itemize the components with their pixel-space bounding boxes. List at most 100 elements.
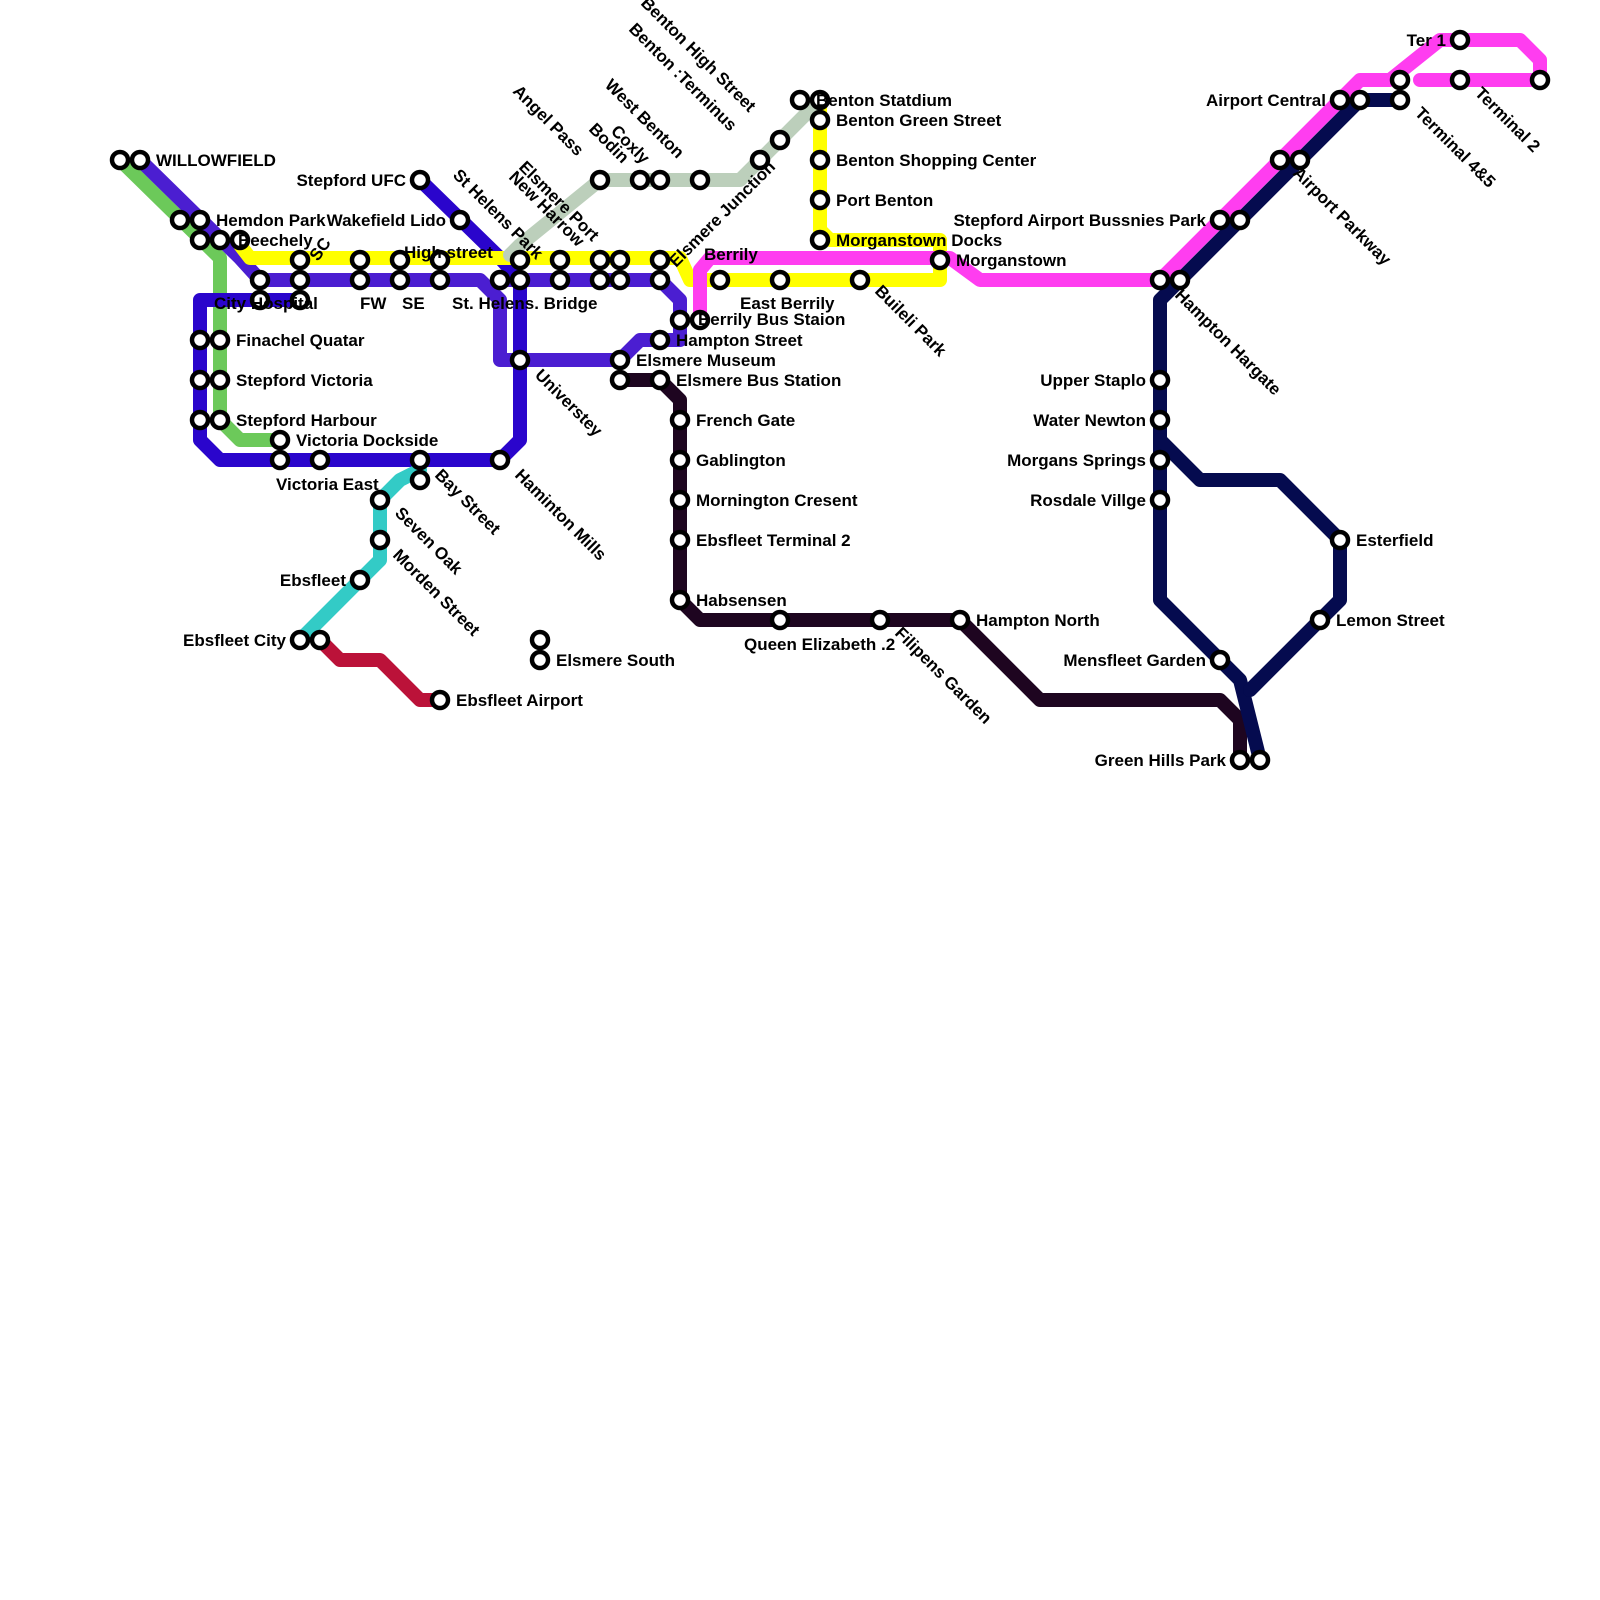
station-elsmere-bus-b[interactable]	[652, 372, 668, 388]
label-elsmere-south: French Gate	[696, 411, 795, 430]
station-universtey-b[interactable]	[412, 472, 428, 488]
label-universtey: Bay Street	[431, 465, 504, 538]
station-mensfleet-b[interactable]	[1252, 752, 1268, 768]
station-elsmere-junction-b[interactable]	[652, 272, 668, 288]
station-esterfield[interactable]	[1312, 612, 1328, 628]
station-universtey-a[interactable]	[412, 452, 428, 468]
station-water-newton[interactable]	[1152, 452, 1168, 468]
station-stepford-victoria-a[interactable]	[192, 372, 208, 388]
station-city-hospital-a[interactable]	[252, 272, 268, 288]
station-stepford-harbour-b[interactable]	[212, 412, 228, 428]
station-benton-terminus[interactable]	[752, 152, 768, 168]
station-victoria-east[interactable]	[312, 452, 328, 468]
station-airport-parkway-a[interactable]	[1332, 92, 1348, 108]
label-french-gate: Gablington	[696, 451, 786, 470]
station-green-hills-a[interactable]	[1212, 212, 1228, 228]
station-st-helens-bridge-a[interactable]	[492, 272, 508, 288]
label-mensfleet: Green Hills Park	[1095, 751, 1227, 770]
station-mornington[interactable]	[672, 532, 688, 548]
station-berrily-bus-a[interactable]	[672, 312, 688, 328]
station-berrily[interactable]	[712, 272, 728, 288]
station-airport-central-a[interactable]	[1392, 72, 1408, 88]
station-gablington[interactable]	[672, 492, 688, 508]
label-stepford-ufc: Stepford UFC	[296, 171, 406, 190]
station-benton-stadium-a[interactable]	[792, 92, 808, 108]
station-green-hills-b[interactable]	[1232, 212, 1248, 228]
label-port-benton: Port Benton	[836, 191, 933, 210]
station-airport-parkway-b[interactable]	[1352, 92, 1368, 108]
station-benton-shopping[interactable]	[812, 152, 828, 168]
station-elsemre-bridge[interactable]	[512, 352, 528, 368]
station-st-helens-bridge-b[interactable]	[512, 272, 528, 288]
station-bodin[interactable]	[632, 172, 648, 188]
station-queen-elizabeth[interactable]	[872, 612, 888, 628]
station-elsmere-port-c[interactable]	[612, 252, 628, 268]
station-ebsfleet-airport-a[interactable]	[532, 632, 548, 648]
station-terminal-45[interactable]	[1452, 32, 1468, 48]
station-hampton-street[interactable]	[652, 332, 668, 348]
station-elsmere-museum[interactable]	[612, 352, 628, 368]
station-stepford-airport-a[interactable]	[1272, 152, 1288, 168]
station-stepford-victoria-b[interactable]	[212, 372, 228, 388]
station-ebsfleet-city[interactable]	[432, 692, 448, 708]
station-angel-pass[interactable]	[592, 172, 608, 188]
station-builell-park[interactable]	[852, 272, 868, 288]
station-seven-oak[interactable]	[372, 532, 388, 548]
station-morganstown-docks[interactable]	[812, 232, 828, 248]
station-morgans-springs[interactable]	[1152, 492, 1168, 508]
station-wakefield-lido[interactable]	[452, 212, 468, 228]
station-hemdon-b[interactable]	[192, 212, 208, 228]
station-ter1[interactable]	[1452, 72, 1468, 88]
station-hemdon-a[interactable]	[172, 212, 188, 228]
station-upper-staplo[interactable]	[1152, 412, 1168, 428]
station-bay-street[interactable]	[492, 452, 508, 468]
station-stepford-harbour-a[interactable]	[192, 412, 208, 428]
station-high-street-b[interactable]	[432, 272, 448, 288]
station-stepford-ufc[interactable]	[412, 172, 428, 188]
station-beechely-a[interactable]	[192, 232, 208, 248]
station-lemon-street[interactable]	[1212, 652, 1228, 668]
station-se-b[interactable]	[392, 272, 408, 288]
station-fw-a[interactable]	[352, 252, 368, 268]
station-elsmere-bus-a[interactable]	[612, 372, 628, 388]
station-victoria-dockside-a[interactable]	[272, 432, 288, 448]
station-benton-green-street[interactable]	[812, 112, 828, 128]
station-french-gate[interactable]	[672, 452, 688, 468]
station-morganstown[interactable]	[932, 252, 948, 268]
station-hampton-north-a[interactable]	[1152, 272, 1168, 288]
station-morden-street[interactable]	[352, 572, 368, 588]
station-ebsfleet-airport-b[interactable]	[532, 652, 548, 668]
station-port-benton[interactable]	[812, 192, 828, 208]
station-elsmere-junction-a[interactable]	[652, 252, 668, 268]
station-elsmere-port-b[interactable]	[592, 272, 608, 288]
station-ebsfleet-t2[interactable]	[672, 592, 688, 608]
station-new-harrow-b[interactable]	[552, 272, 568, 288]
station-elsmere-port-a[interactable]	[592, 252, 608, 268]
station-mensfleet-a[interactable]	[1232, 752, 1248, 768]
station-beechely-b[interactable]	[212, 232, 228, 248]
station-filipens-garden[interactable]	[952, 612, 968, 628]
station-haminton-mills[interactable]	[372, 492, 388, 508]
station-ebsfleet-a[interactable]	[292, 632, 308, 648]
station-new-harrow-a[interactable]	[552, 252, 568, 268]
station-ebsfleet-b[interactable]	[312, 632, 328, 648]
station-elsmere-port-d[interactable]	[612, 272, 628, 288]
station-east-berrily[interactable]	[772, 272, 788, 288]
station-rosdale[interactable]	[1332, 532, 1348, 548]
station-fw-b[interactable]	[352, 272, 368, 288]
station-airport-central-b[interactable]	[1392, 92, 1408, 108]
station-victoria-dockside-b[interactable]	[272, 452, 288, 468]
station-sc-b[interactable]	[292, 272, 308, 288]
label-upper-staplo: Water Newton	[1033, 411, 1146, 430]
station-elsmere-south[interactable]	[672, 412, 688, 428]
station-finachel-a[interactable]	[192, 332, 208, 348]
station-hampton-hargate[interactable]	[1152, 372, 1168, 388]
station-benton-high-street[interactable]	[772, 132, 788, 148]
station-finachel-b[interactable]	[212, 332, 228, 348]
station-willowfield-b[interactable]	[132, 152, 148, 168]
station-coxly[interactable]	[652, 172, 668, 188]
station-habsensen[interactable]	[772, 612, 788, 628]
station-willowfield-a[interactable]	[112, 152, 128, 168]
station-west-benton[interactable]	[692, 172, 708, 188]
station-terminal2[interactable]	[1532, 72, 1548, 88]
